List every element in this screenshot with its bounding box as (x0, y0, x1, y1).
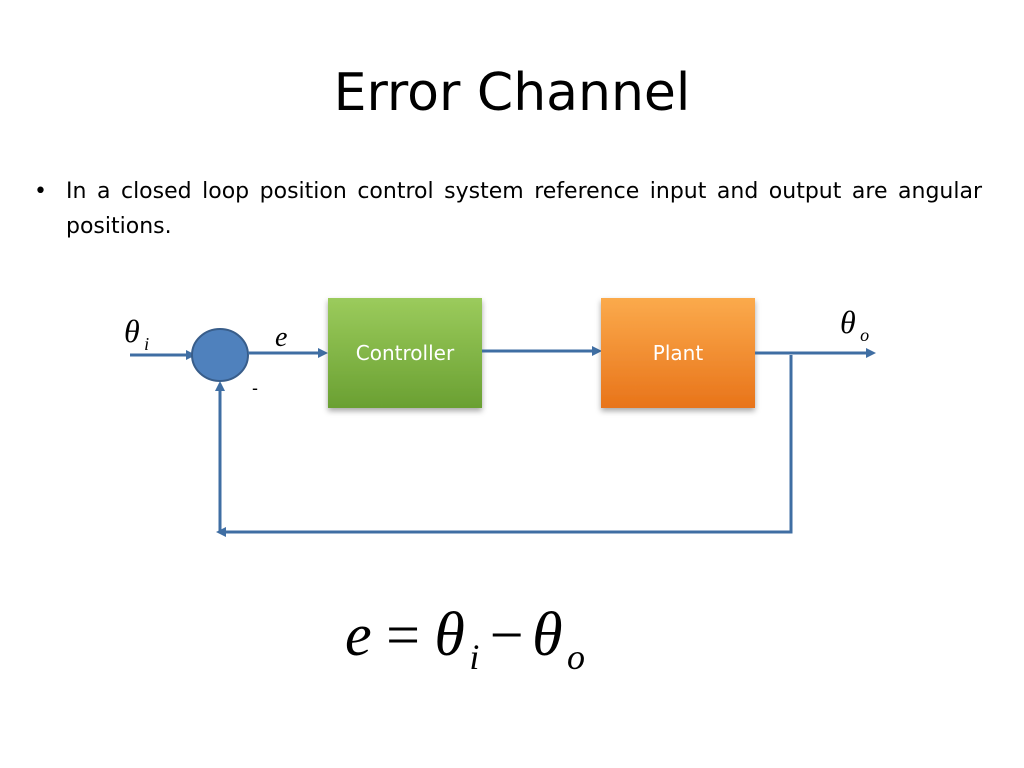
output-theta-symbol: θ (840, 304, 856, 340)
output-arrow (755, 348, 876, 358)
equation-minus: − (490, 602, 524, 668)
error-equation: e = θ i − θ o (345, 601, 585, 677)
input-theta-symbol: θ (124, 313, 140, 349)
equation-subscript-i: i (469, 637, 479, 677)
equation-equals: = (386, 602, 420, 668)
slide-title: Error Channel (333, 63, 691, 123)
equation-lhs: e (345, 602, 372, 668)
bullet-text: In a closed loop position control system… (66, 179, 982, 239)
plant-block (601, 298, 755, 408)
equation-subscript-o: o (567, 637, 585, 677)
bullet-point: • In a closed loop position control syst… (34, 174, 982, 244)
equation-theta-o: θ (532, 601, 562, 669)
minus-sign: - (252, 378, 258, 398)
output-theta-label: θ o (840, 304, 869, 345)
input-arrow (130, 350, 196, 360)
output-theta-subscript: o (860, 325, 869, 345)
plant-label: Plant (653, 341, 704, 365)
controller-to-plant-arrow (482, 346, 602, 356)
feedback-path (215, 355, 793, 537)
input-theta-subscript: i (144, 334, 149, 354)
equation-theta-i: θ (434, 601, 464, 669)
bullet-marker: • (34, 179, 47, 204)
error-arrow (248, 348, 328, 358)
error-signal-label: e (275, 322, 287, 353)
input-theta-label: θ i (124, 313, 149, 354)
controller-block (328, 298, 482, 408)
controller-label: Controller (356, 341, 455, 365)
summing-junction (191, 328, 249, 382)
